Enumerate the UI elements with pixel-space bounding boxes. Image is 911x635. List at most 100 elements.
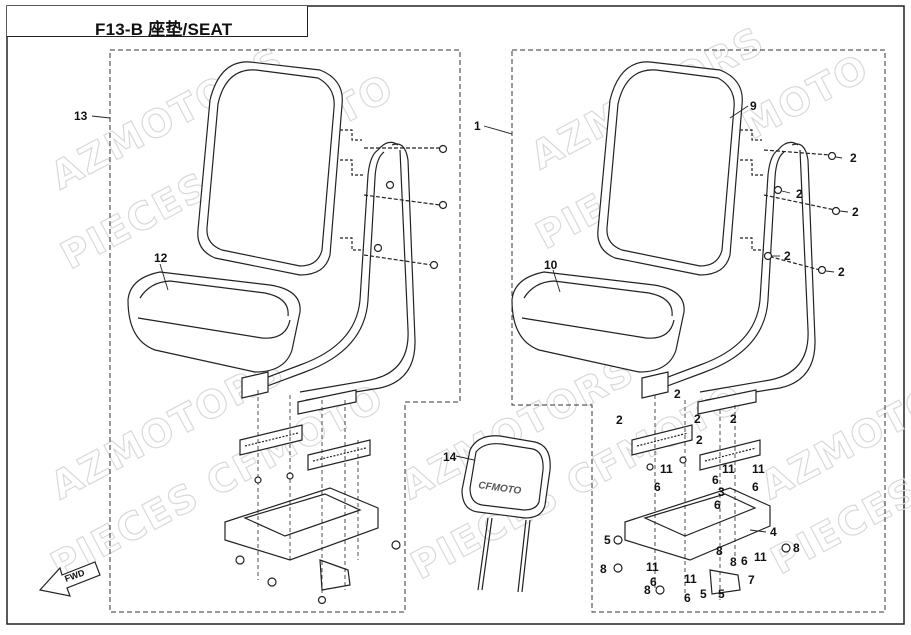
right-rail-brackets: [641, 371, 757, 415]
bolt-icon: [385, 180, 395, 190]
callout-11: 11: [684, 572, 697, 586]
left-seat-cushion-edge: [139, 280, 289, 317]
callout-14: 14: [443, 450, 457, 464]
left-vertical-leaders: [257, 390, 359, 600]
callout-8: 8: [793, 541, 800, 555]
callout-6: 6: [654, 480, 661, 494]
left-base-plate: [224, 487, 379, 561]
left-frame-tube-inner2: [261, 151, 385, 389]
callout-2: 2: [616, 413, 623, 427]
washer-icon: [267, 577, 277, 587]
headrest-post: [481, 517, 493, 591]
right-frame-tube-inner: [645, 149, 779, 384]
callout-1: 1: [474, 119, 481, 133]
right-bolt-line: [763, 194, 836, 211]
callout-leaders: [91, 105, 849, 533]
callout-8: 8: [716, 544, 723, 558]
callout-2: 2: [850, 151, 857, 165]
nut-icon: [679, 456, 687, 464]
callout-11: 11: [660, 462, 673, 476]
washer-icon: [613, 535, 623, 545]
right-bolt-line: [763, 254, 821, 271]
callout-3: 3: [718, 485, 725, 499]
left-rail-brackets: [241, 371, 357, 415]
left-bolt-line: [363, 254, 433, 266]
headrest-post: [477, 517, 489, 591]
washer-icon: [391, 540, 401, 550]
callout-2: 2: [674, 387, 681, 401]
bolt-icon: [438, 200, 448, 210]
right-rail-teeth: [704, 447, 757, 462]
right-seat-cushion: [511, 271, 685, 373]
nut-icon: [254, 476, 262, 484]
callout-7: 7: [748, 573, 755, 587]
left-frame-tube-inner: [245, 149, 379, 384]
right-bolt-line: [763, 149, 831, 156]
callout-8: 8: [644, 583, 651, 597]
right-seat-assembly: [511, 61, 841, 600]
left-seat-cushion: [127, 271, 301, 373]
callout-8: 8: [600, 562, 607, 576]
washer-icon: [781, 543, 791, 553]
callout-4: 4: [770, 525, 777, 539]
bolt-icon: [438, 144, 448, 154]
callout-11: 11: [722, 462, 735, 476]
callout-2: 2: [730, 412, 737, 426]
washer-icon: [235, 555, 245, 565]
callout-11: 11: [646, 560, 659, 574]
right-seat-cushion-seam: [521, 317, 675, 339]
callout-2: 2: [696, 433, 703, 447]
left-slide-rail: [307, 439, 371, 471]
page-title: F13-B 座垫/SEAT: [95, 20, 233, 39]
callout-6: 6: [712, 473, 719, 487]
right-frame-tube-inner2: [661, 151, 785, 389]
washer-icon: [613, 563, 623, 573]
callout-6: 6: [684, 591, 691, 605]
callout-5: 5: [604, 533, 611, 547]
callout-5: 5: [700, 587, 707, 601]
callout-11: 11: [752, 462, 765, 476]
right-frame-tube-outer2: [699, 149, 809, 393]
callout-10: 10: [544, 258, 558, 272]
left-bolt-line: [363, 194, 441, 206]
callout-2: 2: [838, 265, 845, 279]
left-seat-assembly: [127, 61, 448, 605]
right-base-plate: [624, 487, 771, 561]
right-backrest: [597, 61, 743, 276]
right-base-plate-top: [643, 493, 757, 537]
headrest-pad-inner: [469, 443, 544, 511]
washer-icon: [317, 595, 327, 605]
callout-2: 2: [784, 249, 791, 263]
bolt-icon: [429, 260, 439, 270]
left-seat-cushion-seam: [137, 317, 291, 339]
washer-icon: [655, 585, 665, 595]
right-rail-teeth: [636, 432, 689, 447]
headrest: [461, 435, 551, 593]
bolt-icon: [763, 251, 773, 261]
callout-2: 2: [694, 412, 701, 426]
callout-labels: 13 12 1 9 10 14 2 2 2 2 2 2 2 2 2 2 11 6…: [74, 99, 859, 605]
nut-icon: [286, 472, 294, 480]
group-box-1: [511, 49, 886, 613]
bolt-icon: [773, 185, 783, 195]
bolt-icon: [831, 206, 841, 216]
nut-icon: [646, 463, 654, 471]
left-frame-tube-outer2: [299, 149, 409, 393]
bolt-icon: [827, 151, 837, 161]
headrest-post: [521, 519, 531, 593]
title-box: F13-B 座垫/SEAT: [7, 6, 308, 39]
callout-11: 11: [754, 550, 767, 564]
bolt-icon: [373, 243, 383, 253]
right-lever: [709, 569, 741, 595]
right-vertical-leaders: [654, 395, 736, 600]
callout-6: 6: [714, 498, 721, 512]
callout-6: 6: [650, 575, 657, 589]
callout-2: 2: [852, 205, 859, 219]
callout-2: 2: [796, 187, 803, 201]
callout-13: 13: [74, 109, 88, 123]
callout-8: 8: [730, 555, 737, 569]
callout-6: 6: [752, 480, 759, 494]
left-slide-rail: [239, 424, 303, 456]
right-backrest-inner: [606, 69, 735, 267]
